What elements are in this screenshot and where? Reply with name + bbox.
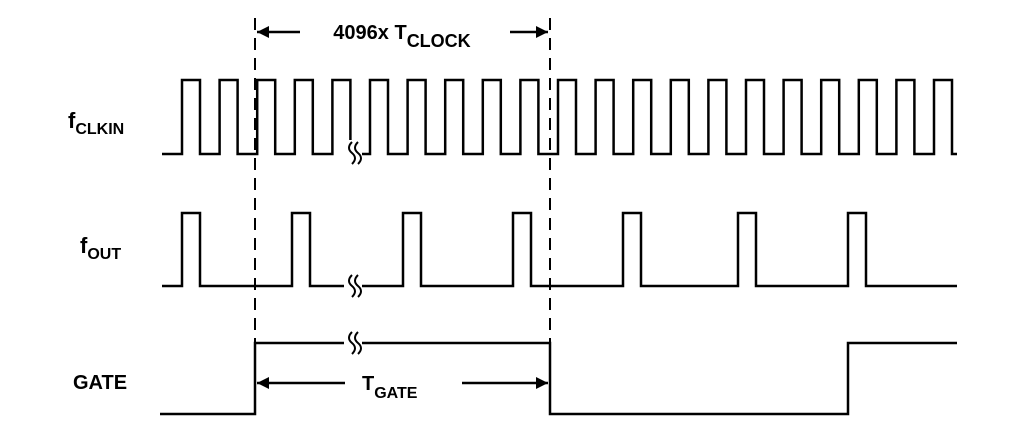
clock-count-subscript: CLOCK bbox=[407, 31, 471, 51]
fout-label-main: f bbox=[80, 233, 88, 258]
gate-label-main: GATE bbox=[73, 372, 127, 394]
fout-waveform bbox=[162, 211, 957, 288]
clkin-label-main: f bbox=[68, 108, 76, 133]
gate-break-mark bbox=[344, 330, 362, 356]
fout-label: fOUT bbox=[80, 233, 121, 263]
clkin-waveform bbox=[162, 78, 957, 156]
gate-label: GATE bbox=[73, 372, 127, 394]
gate-period-sub: GATE bbox=[374, 385, 418, 402]
clkin-label-sub: CLKIN bbox=[75, 121, 124, 138]
gate-period-label: TGATE bbox=[362, 373, 418, 402]
fout-break-mark bbox=[344, 273, 362, 299]
gate-waveform bbox=[160, 341, 957, 416]
clkin-label: fCLKIN bbox=[68, 108, 124, 138]
clock-count-prefix: 4096x T bbox=[333, 22, 406, 44]
clkin-break-mark bbox=[344, 140, 362, 166]
clock-count-label: 4096x TCLOCK bbox=[333, 22, 470, 51]
gate-period-main: T bbox=[362, 373, 374, 395]
fout-label-sub: OUT bbox=[87, 246, 121, 263]
